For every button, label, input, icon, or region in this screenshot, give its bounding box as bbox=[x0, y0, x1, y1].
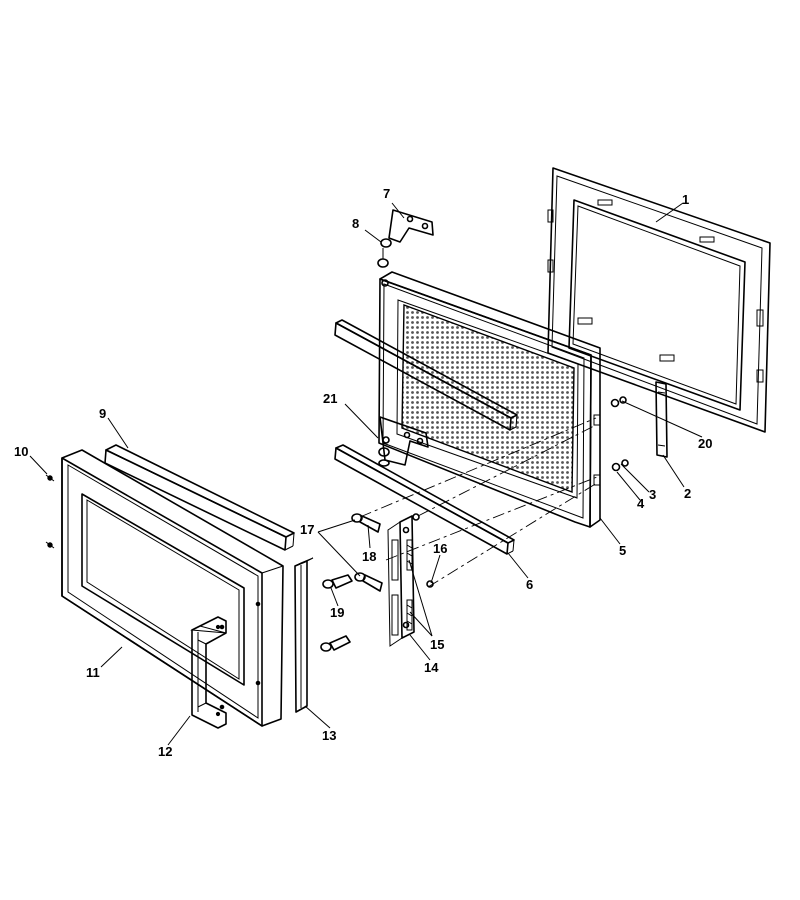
top-trim-strip bbox=[104, 444, 295, 551]
callout-17: 17 bbox=[300, 522, 314, 537]
callout-1: 1 bbox=[682, 192, 689, 207]
latch-levers bbox=[320, 574, 353, 652]
callout-10: 10 bbox=[14, 444, 28, 459]
callout-12: 12 bbox=[158, 744, 172, 759]
screw-20 bbox=[610, 396, 627, 408]
callout-3: 3 bbox=[649, 487, 656, 502]
latch-bracket bbox=[387, 515, 415, 647]
assembly-lines bbox=[359, 417, 598, 588]
callout-6: 6 bbox=[526, 577, 533, 592]
callout-8: 8 bbox=[352, 216, 359, 231]
callout-18: 18 bbox=[362, 549, 376, 564]
lower-hinge bbox=[378, 416, 429, 467]
callout-14: 14 bbox=[424, 660, 439, 675]
callout-15: 15 bbox=[430, 637, 444, 652]
callout-2: 2 bbox=[684, 486, 691, 501]
upper-hinge bbox=[377, 209, 434, 268]
callout-11: 11 bbox=[86, 665, 100, 680]
screws-16 bbox=[412, 513, 434, 588]
door-face-screws bbox=[219, 601, 261, 710]
springs bbox=[406, 539, 413, 631]
screw-10 bbox=[45, 474, 55, 549]
callout-5: 5 bbox=[619, 543, 626, 558]
callout-13: 13 bbox=[322, 728, 336, 743]
callout-20: 20 bbox=[698, 436, 712, 451]
callout-21: 21 bbox=[323, 391, 337, 406]
latch-strip bbox=[655, 381, 668, 458]
screw-3-4 bbox=[611, 459, 629, 472]
inner-door-frame bbox=[547, 167, 771, 433]
outer-door-frame bbox=[61, 449, 284, 727]
leader-lines bbox=[29, 202, 703, 746]
callout-7: 7 bbox=[383, 186, 390, 201]
door-handle bbox=[190, 616, 227, 729]
side-trim-strip bbox=[294, 557, 314, 713]
callout-9: 9 bbox=[99, 406, 106, 421]
upper-bar bbox=[334, 319, 518, 431]
callout-4: 4 bbox=[637, 496, 645, 511]
callout-labels: 1 2 3 4 5 6 7 8 9 10 11 12 13 14 15 16 1… bbox=[14, 186, 712, 759]
callout-16: 16 bbox=[433, 541, 447, 556]
latch-hooks bbox=[351, 513, 383, 592]
callout-19: 19 bbox=[330, 605, 344, 620]
